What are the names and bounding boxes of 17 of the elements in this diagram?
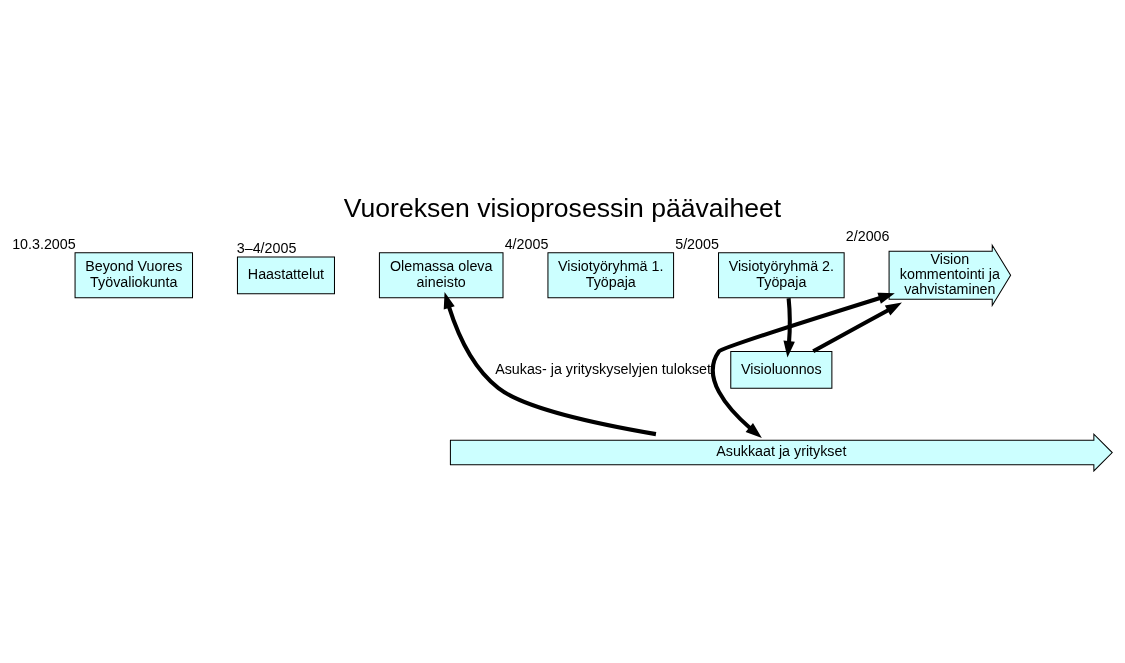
arrow: [443, 292, 657, 437]
node-box: Haastattelut: [236, 256, 335, 295]
node-box: Visiotyöryhmä 2. Työpaja: [718, 252, 845, 299]
node-label: 4/2005: [504, 235, 549, 252]
diagram-title: Vuoreksen visioprosessin päävaiheet: [343, 193, 782, 224]
node-label: 2/2006: [845, 228, 890, 245]
node-box: Visioluonnos: [730, 350, 833, 389]
arrow: [812, 302, 902, 354]
node-box: Visiotyöryhmä 1. Työpaja: [547, 252, 675, 299]
arrow: [783, 298, 795, 358]
arrow: [710, 292, 895, 438]
node-label: 10.3.2005: [12, 235, 76, 252]
edge-label: Asukas- ja yrityskyselyjen tulokset: [495, 360, 712, 377]
node-label: 3–4/2005: [236, 240, 297, 257]
node-box: Beyond Vuores Työvaliokunta: [74, 252, 194, 299]
node-box: Olemassa oleva aineisto: [378, 252, 504, 299]
node-label: 5/2005: [675, 235, 719, 252]
